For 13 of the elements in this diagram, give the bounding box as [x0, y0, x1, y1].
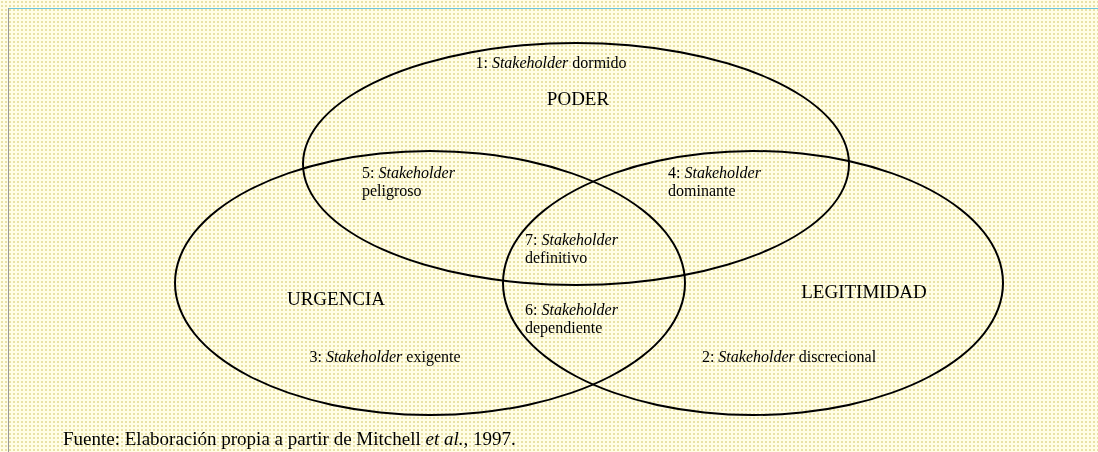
venn-circle [302, 42, 850, 286]
region-label: 4: Stakeholder dominante [668, 164, 762, 200]
region-label: 7: Stakeholder definitivo [525, 231, 619, 267]
circle-title: PODER [546, 88, 610, 110]
circle-title: URGENCIA [286, 288, 386, 310]
venn-circle [502, 150, 1004, 416]
region-label: 1: Stakeholder dormido [474, 54, 628, 72]
region-label: 6: Stakeholder dependiente [525, 301, 619, 337]
region-label: 5: Stakeholder peligroso [362, 164, 456, 200]
region-label: 2: Stakeholder discrecional [700, 348, 878, 366]
region-label: 3: Stakeholder exigente [308, 348, 462, 366]
source-caption: Fuente: Elaboración propia a partir de Mitchell et al., 1997. [63, 428, 516, 450]
circle-title: LEGITIMIDAD [801, 281, 927, 303]
